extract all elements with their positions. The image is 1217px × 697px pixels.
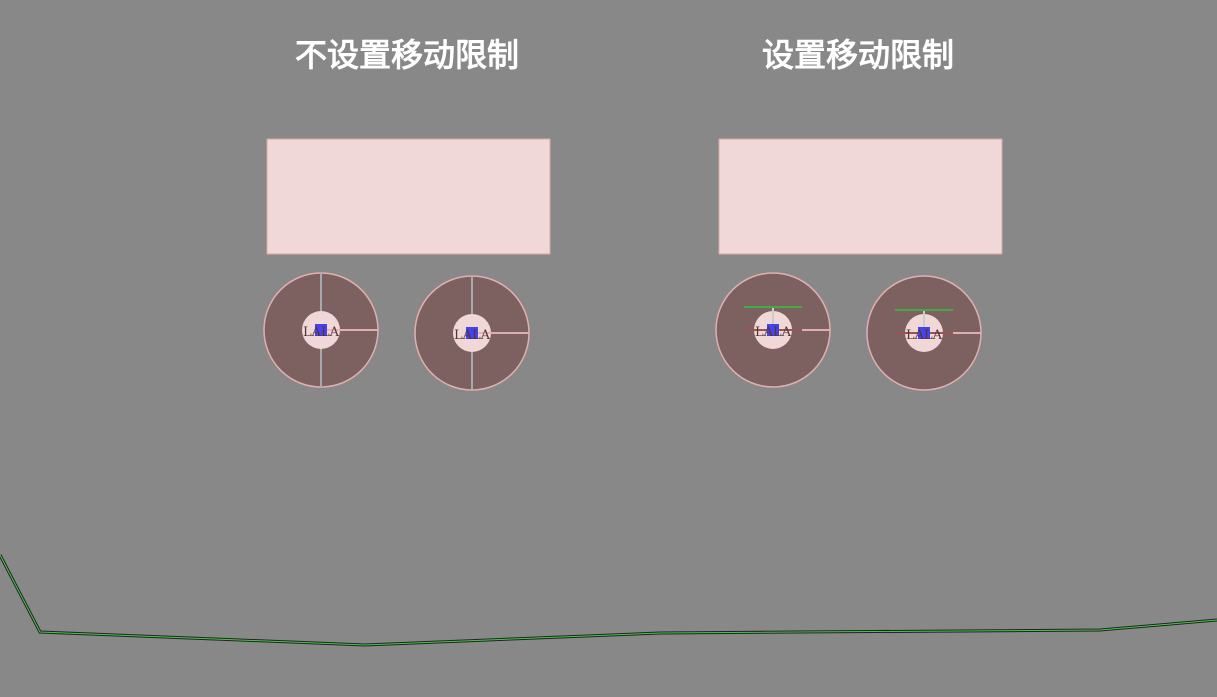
- wheel-label: LALA: [454, 328, 491, 343]
- wheel-label: LALA: [755, 325, 792, 340]
- ground-line: [0, 554, 1217, 647]
- joint-anchor-icon: [315, 324, 327, 336]
- panel-title-unlimited: 不设置移动限制: [294, 36, 519, 74]
- panel-title-limited: 设置移动限制: [761, 36, 954, 74]
- ground-line-highlight: [0, 554, 1217, 646]
- car-body-limited: [718, 138, 1003, 255]
- wheel-label: LALA: [303, 325, 340, 340]
- joint-anchor-icon: [466, 327, 478, 339]
- wheel-label: LALA: [906, 328, 943, 343]
- car-body-unlimited: [266, 138, 551, 255]
- joint-anchor-icon: [767, 324, 779, 336]
- joint-anchor-icon: [918, 327, 930, 339]
